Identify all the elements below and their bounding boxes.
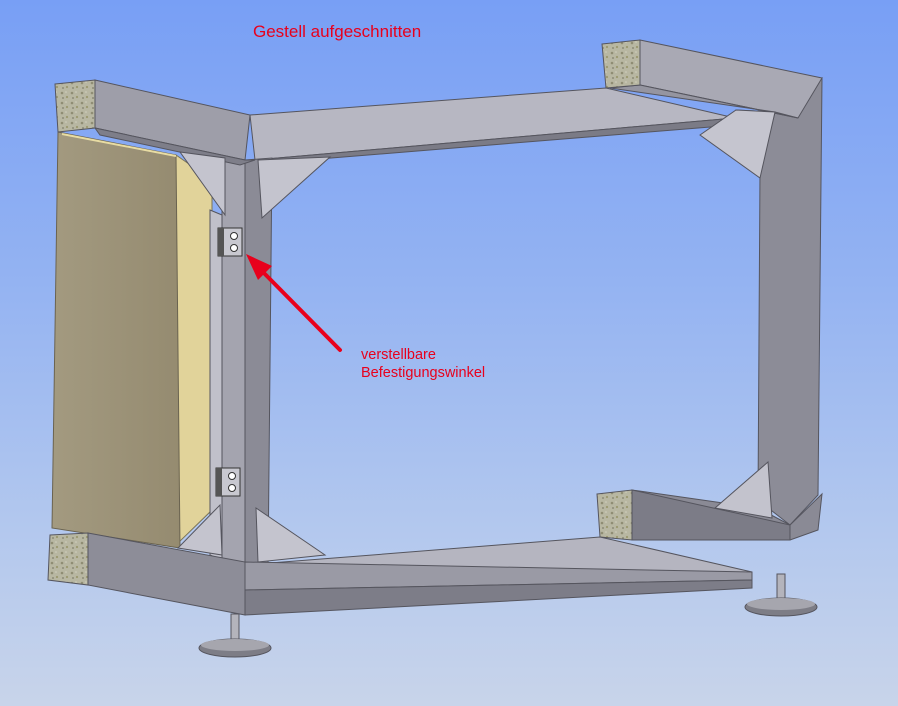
annotation-line-2: Befestigungswinkel — [361, 365, 486, 381]
cut-section-top-right — [601, 39, 641, 89]
gusset-bottom-left — [176, 503, 223, 556]
cut-section-bottom-right — [596, 489, 633, 541]
cut-section-bottom-left — [47, 532, 89, 586]
gusset-top-center — [257, 156, 332, 220]
side-panel — [51, 131, 181, 549]
bracket-annotation: verstellbare Befestigungswinkel — [361, 346, 485, 382]
cut-section-top-left — [54, 79, 96, 133]
gusset-bottom-center — [255, 507, 327, 563]
leveling-foot-right — [744, 573, 818, 617]
gusset-top-left — [178, 151, 226, 217]
side-panel-edge — [175, 154, 213, 547]
mounting-bracket-lower — [215, 467, 241, 497]
gusset-top-right — [699, 109, 776, 179]
left-front-post — [221, 154, 246, 566]
annotation-arrow — [246, 254, 342, 352]
mounting-bracket-upper — [217, 227, 243, 257]
annotation-line-1: verstellbare — [361, 347, 436, 363]
drawing-title: Gestell aufgeschnitten — [253, 22, 422, 41]
gusset-bottom-right — [713, 460, 773, 519]
leveling-foot-left — [198, 613, 272, 658]
